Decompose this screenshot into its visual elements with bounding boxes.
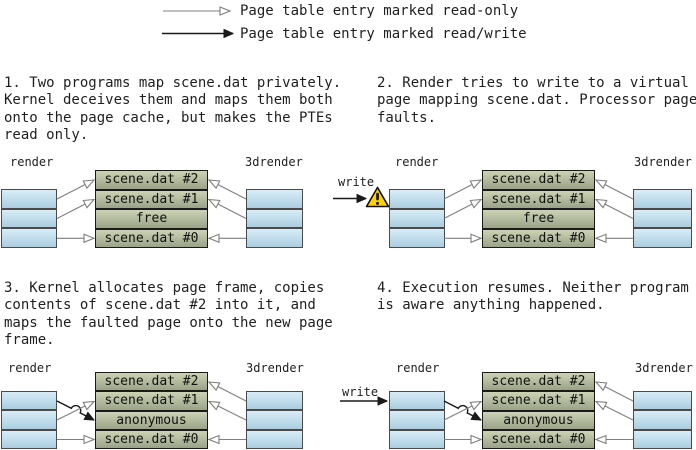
page-table-entry bbox=[247, 411, 302, 429]
page-table-entry bbox=[390, 209, 444, 228]
pte-arrow-readonly bbox=[56, 402, 94, 421]
process-label-3drender: 3drender bbox=[246, 361, 304, 375]
page-table-entry bbox=[2, 430, 56, 448]
page-table-entry bbox=[247, 392, 302, 410]
page-cache-row: scene.dat #1 bbox=[96, 392, 207, 410]
page-table-entry bbox=[634, 190, 691, 208]
page-table-entry bbox=[247, 430, 302, 448]
pte-arrow-readonly bbox=[596, 382, 634, 402]
page-table-entry bbox=[2, 190, 56, 208]
page-cache-row: anonymous bbox=[96, 411, 207, 429]
process-label-render: render bbox=[395, 155, 439, 169]
page-table-entry bbox=[390, 392, 444, 410]
page-cache-table: scene.dat #2 scene.dat #1 free scene.dat… bbox=[482, 170, 595, 248]
page-cache-row: free bbox=[96, 210, 207, 228]
pte-arrow-readwrite bbox=[56, 400, 94, 421]
legend-read-only-label: Page table entry marked read-only bbox=[240, 3, 519, 19]
pte-arrow-readonly bbox=[443, 200, 481, 219]
page-table-3drender bbox=[246, 189, 303, 248]
page-cache-row: scene.dat #1 bbox=[483, 190, 594, 208]
page-cache-table: scene.dat #2 scene.dat #1 anonymous scen… bbox=[95, 372, 208, 449]
page-table-render bbox=[1, 189, 57, 248]
page-fault-warning-icon bbox=[365, 186, 390, 208]
pte-arrow-readonly bbox=[209, 200, 247, 219]
pte-arrow-readonly bbox=[56, 200, 94, 219]
write-label: write bbox=[342, 385, 379, 399]
page-table-render bbox=[1, 391, 57, 449]
process-label-render: render bbox=[8, 361, 52, 375]
page-table-render bbox=[389, 391, 445, 449]
page-cache-row: scene.dat #2 bbox=[483, 171, 594, 189]
process-label-render: render bbox=[396, 361, 440, 375]
pte-arrow-readonly bbox=[209, 402, 247, 421]
pte-arrow-readonly bbox=[443, 180, 481, 200]
page-table-entry bbox=[634, 229, 691, 248]
process-label-3drender: 3drender bbox=[245, 155, 303, 169]
process-label-render: render bbox=[10, 155, 54, 169]
page-table-entry bbox=[247, 209, 302, 228]
pte-arrow-readonly bbox=[209, 382, 247, 402]
page-table-entry bbox=[2, 229, 56, 248]
legend-read-write-label: Page table entry marked read/write bbox=[240, 25, 527, 42]
process-label-3drender: 3drender bbox=[635, 361, 693, 375]
page-table-entry bbox=[2, 209, 56, 228]
write-label: write bbox=[338, 175, 375, 189]
page-table-entry bbox=[247, 229, 302, 248]
page-cache-row: scene.dat #2 bbox=[96, 373, 207, 391]
pte-arrow-readonly bbox=[209, 180, 247, 200]
page-cache-row: scene.dat #2 bbox=[483, 373, 594, 391]
pte-arrow-readonly bbox=[596, 180, 634, 200]
page-table-entry bbox=[390, 411, 444, 429]
step-3-caption: 3. Kernel allocates page frame, copies c… bbox=[4, 280, 333, 349]
pte-arrow-readonly bbox=[596, 402, 634, 421]
page-table-3drender bbox=[633, 391, 692, 449]
page-cache-table: scene.dat #2 scene.dat #1 free scene.dat… bbox=[95, 170, 208, 248]
pte-arrow-readonly bbox=[443, 402, 481, 421]
page-cache-row: scene.dat #0 bbox=[96, 229, 207, 247]
page-cache-row: scene.dat #0 bbox=[483, 430, 594, 448]
page-cache-row: scene.dat #0 bbox=[96, 430, 207, 448]
pte-arrow-readwrite bbox=[443, 400, 481, 421]
page-table-3drender bbox=[246, 391, 303, 449]
page-table-entry bbox=[2, 392, 56, 410]
page-table-entry bbox=[2, 411, 56, 429]
page-table-3drender bbox=[633, 189, 692, 248]
page-table-entry bbox=[247, 190, 302, 208]
page-cache-table: scene.dat #2 scene.dat #1 anonymous scen… bbox=[482, 372, 595, 449]
page-cache-row: anonymous bbox=[483, 411, 594, 429]
pte-arrow-readonly bbox=[596, 200, 634, 219]
page-table-render bbox=[389, 189, 445, 248]
page-cache-row: scene.dat #1 bbox=[483, 392, 594, 410]
page-table-entry bbox=[390, 430, 444, 448]
page-table-entry bbox=[634, 430, 691, 448]
page-cache-row: scene.dat #0 bbox=[483, 229, 594, 247]
page-table-entry bbox=[390, 190, 444, 208]
page-cache-row: scene.dat #1 bbox=[96, 190, 207, 208]
page-table-entry bbox=[390, 229, 444, 248]
step-2-caption: 2. Render tries to write to a virtual pa… bbox=[377, 75, 696, 126]
page-cache-row: scene.dat #2 bbox=[96, 171, 207, 189]
step-4-caption: 4. Execution resumes. Neither program is… bbox=[377, 280, 689, 314]
page-table-entry bbox=[634, 411, 691, 429]
pte-arrow-readonly bbox=[56, 180, 94, 200]
page-cache-row: free bbox=[483, 210, 594, 228]
page-table-entry bbox=[634, 209, 691, 228]
step-1-caption: 1. Two programs map scene.dat privately.… bbox=[4, 75, 342, 144]
page-table-entry bbox=[634, 392, 691, 410]
process-label-3drender: 3drender bbox=[634, 155, 692, 169]
